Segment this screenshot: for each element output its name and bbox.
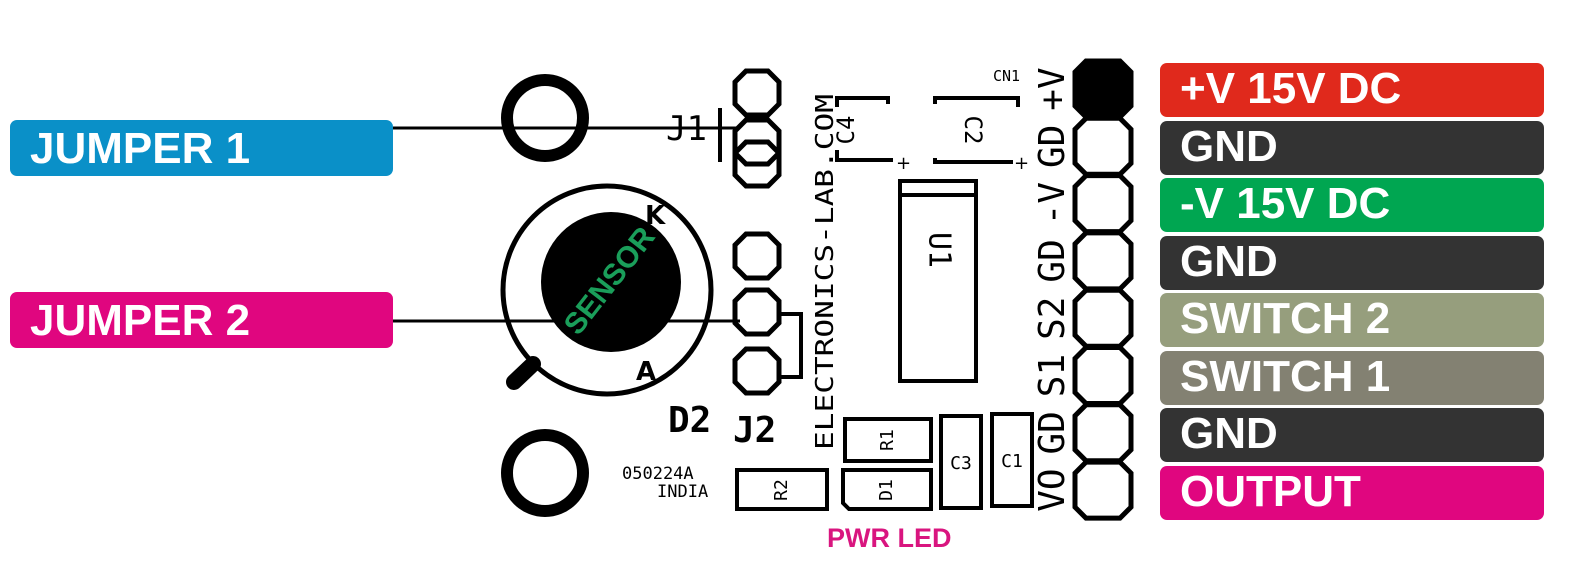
pin-label-2: GND [1160,120,1544,175]
anode-label: A [636,357,656,387]
r2-label: R2 [771,479,792,501]
cn1-pad-5 [1072,287,1134,349]
cn1-pad-1 [1072,58,1134,120]
cn1-pin-label-7: GD [1032,411,1073,454]
cn1-pad-6 [1072,345,1134,406]
cn1-pad-3 [1072,173,1134,235]
callout-label-2: JUMPER 2 [10,292,393,348]
cn1-label: CN1 [993,67,1020,85]
cn1-pin-label-8: VO [1032,468,1073,511]
jumper-j2 [732,231,803,396]
mounting-hole-bottom [501,429,589,517]
pin-label-3: -V 15V DC [1160,178,1544,232]
connector-cn1 [1072,58,1134,521]
led-d1 [841,468,933,511]
resistor-r2 [735,468,829,511]
c1-label: C1 [1001,451,1023,472]
cn1-pin-label-3: -V [1032,182,1073,225]
capacitor-c2 [933,96,1020,164]
pin-label-1: +V 15V DC [1160,63,1544,117]
c2-plus: + [1014,153,1029,174]
pin-label-5: SWITCH 2 [1160,293,1544,347]
sensor-tab [506,356,541,390]
website-label: ELECTRONICS-LAB.COM [810,94,839,450]
cn1-pad-7 [1072,402,1134,464]
r1-label: R1 [877,429,898,451]
pin-label-6: SWITCH 1 [1160,350,1544,405]
ic-u1 [898,179,978,383]
sensor-body [541,212,681,352]
cn1-pin-label-1: +V [1032,67,1073,110]
c4-plus: + [896,153,911,174]
pin-label-8: OUTPUT [1160,465,1544,520]
cn1-pin-label-4: GD [1032,239,1073,282]
cn1-pad-8 [1072,459,1134,521]
cathode-label: K [645,201,666,231]
cn1-pad-4 [1072,230,1134,292]
cn1-pad-2 [1072,115,1134,177]
cn1-pin-label-5: S2 [1032,297,1073,340]
c4-label: C4 [832,116,860,145]
cn1-pin-label-6: S1 [1032,354,1073,397]
pin-label-4: GND [1160,235,1544,290]
capacitor-c3 [939,414,983,510]
j2-label: J2 [733,410,776,451]
resistor-r1 [843,417,933,463]
capacitor-c4 [835,96,893,162]
j1-label: J1 [666,109,707,149]
board-code: 050224A [622,464,694,484]
cn1-pin-label-2: GD [1032,125,1073,168]
callout-label-1: JUMPER 1 [10,120,393,176]
pin-label-7: GND [1160,408,1544,462]
u1-label: U1 [922,232,957,268]
c3-label: C3 [950,453,972,474]
mounting-hole-top [501,74,589,162]
d2-label: D2 [668,400,711,441]
c2-label: C2 [959,116,987,145]
sensor-outline [500,183,714,397]
jumper-j1 [718,68,782,189]
capacitor-c1 [990,412,1034,508]
d1-label: D1 [876,479,897,501]
country-label: INDIA [657,482,708,502]
pwr-led-label: PWR LED [827,523,952,553]
